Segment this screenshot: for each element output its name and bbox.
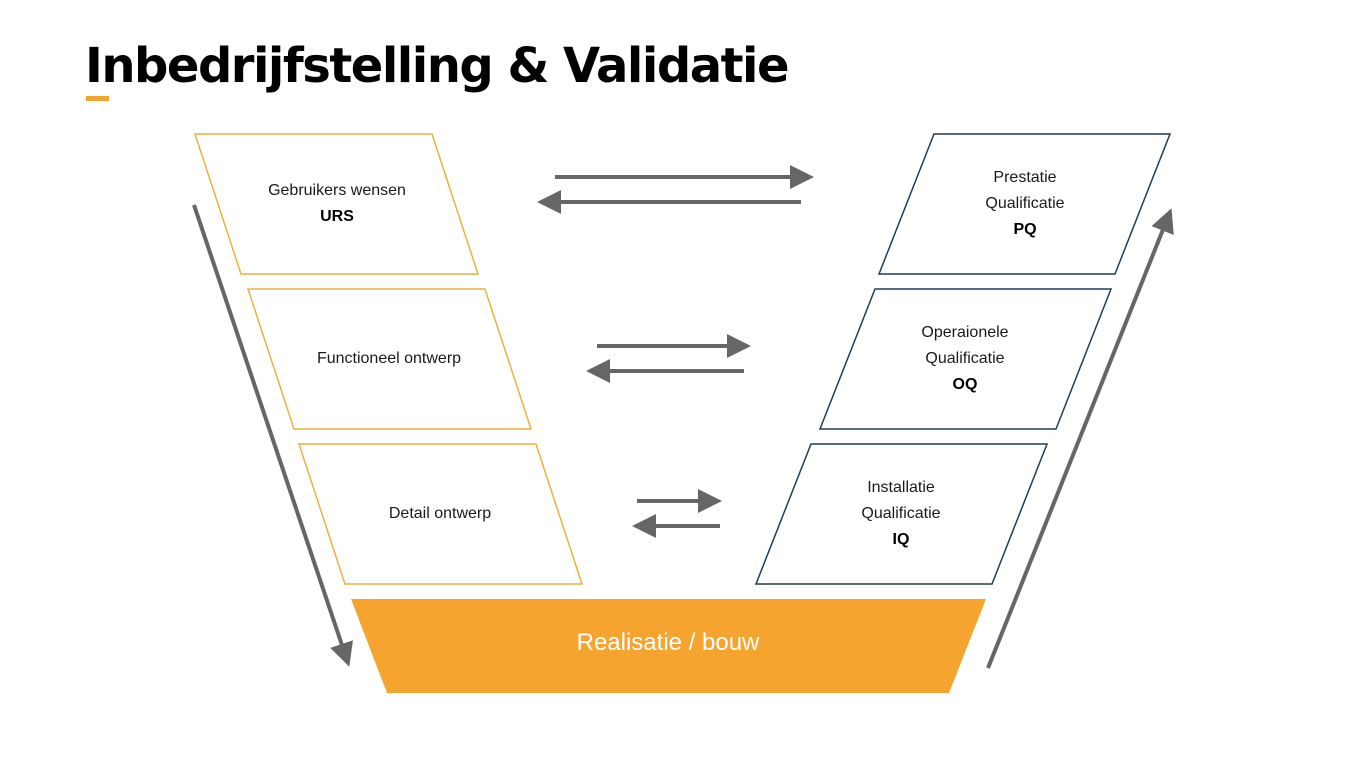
left-box-urs-label: Gebruikers wensen <box>268 182 406 199</box>
left-box-urs-shape <box>193 133 480 275</box>
right-ascending-arrow <box>986 208 1174 669</box>
right-box-pq-line2: Qualificatie <box>985 195 1064 212</box>
right-box-iq-code: IQ <box>893 531 910 548</box>
base-realisation-shape <box>351 599 986 693</box>
right-box-pq: Prestatie Qualificatie PQ <box>877 133 1172 275</box>
right-box-iq-line2: Qualificatie <box>861 505 940 522</box>
right-box-oq-line2: Qualificatie <box>925 350 1004 367</box>
right-box-pq-shape <box>877 133 1172 275</box>
right-box-iq-shape <box>754 443 1049 585</box>
right-box-pq-code: PQ <box>1013 221 1036 238</box>
left-box-detail-design-shape <box>297 443 584 585</box>
left-box-urs: Gebruikers wensen URS <box>193 133 480 275</box>
right-box-pq-line1: Prestatie <box>993 169 1056 186</box>
left-descending-arrow <box>192 204 354 667</box>
right-box-oq-shape <box>818 288 1113 430</box>
right-box-iq-line1: Installatie <box>867 479 935 496</box>
right-box-oq: Operaionele Qualificatie OQ <box>818 288 1113 430</box>
base-realisation: Realisatie / bouw <box>351 599 986 693</box>
left-box-urs-code: URS <box>320 208 354 225</box>
left-box-detail-design-label: Detail ontwerp <box>389 505 491 522</box>
right-box-iq: Installatie Qualificatie IQ <box>754 443 1049 585</box>
right-box-oq-line1: Operaionele <box>921 324 1008 341</box>
page-title: Inbedrijfstelling & Validatie <box>85 38 790 94</box>
left-box-functional-design-label: Functioneel ontwerp <box>317 350 461 367</box>
left-box-detail-design: Detail ontwerp <box>297 443 584 585</box>
left-box-functional-design-shape <box>246 288 533 430</box>
title-accent-bar <box>86 96 109 101</box>
left-box-functional-design: Functioneel ontwerp <box>246 288 533 430</box>
right-box-oq-code: OQ <box>953 376 978 393</box>
base-realisation-label: Realisatie / bouw <box>577 629 760 656</box>
